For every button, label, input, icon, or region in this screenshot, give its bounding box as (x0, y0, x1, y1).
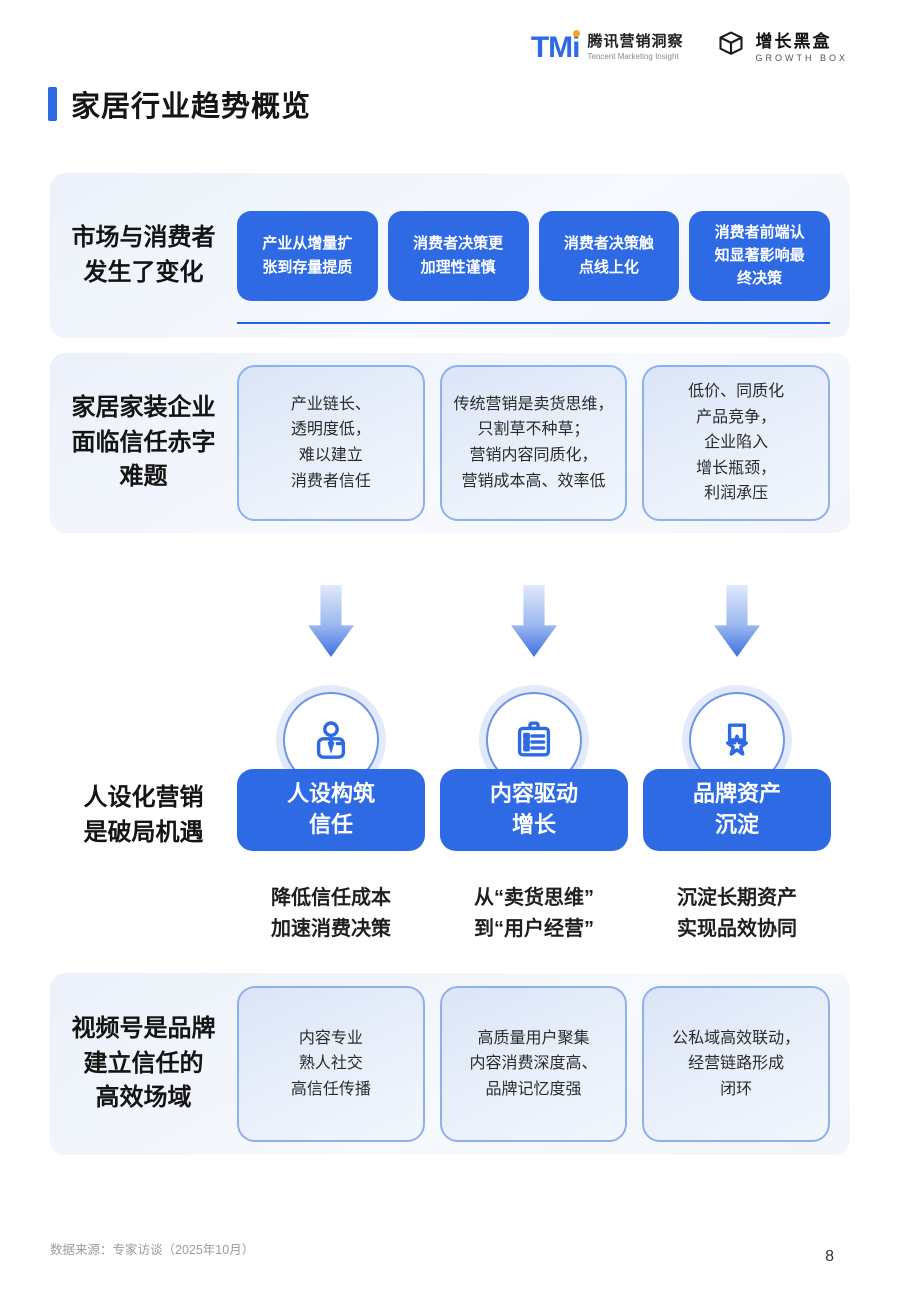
growthbox-logo: 增长黑盒 GROWTH BOX (714, 28, 849, 67)
card-group: 内容专业 熟人社交 高信任传播 高质量用户聚集 内容消费深度高、 品牌记忆度强 … (237, 973, 850, 1155)
section-label: 人设化营销 是破局机遇 (83, 784, 204, 846)
growthbox-name-en: GROWTH BOX (755, 52, 848, 63)
pill-item: 消费者决策更 加理性谨慎 (387, 210, 529, 301)
content-list-icon (517, 721, 551, 757)
growthbox-box-icon (714, 28, 748, 67)
pillar-button: 品牌资产 沉淀 (643, 769, 831, 851)
section-trust-deficit: 家居家装企业 面临信任赤字 难题 产业链长、 透明度低， 难以建立 消费者信任 … (50, 353, 850, 533)
section-persona-marketing: 人设化营销 是破局机遇 人设构筑 信任 降低信任成本 加速消费决策 (0, 585, 900, 947)
pill-item: 消费者决策触 点线上化 (538, 210, 680, 301)
pill-group: 产业从增量扩 张到存量提质 消费者决策更 加理性谨慎 消费者决策触 点线上化 消… (237, 173, 850, 338)
pillar-button: 人设构筑 信任 (237, 769, 425, 851)
pillar-caption: 降低信任成本 加速消费决策 (271, 887, 391, 940)
section-market-change: 市场与消费者 发生了变化 产业从增量扩 张到存量提质 消费者决策更 加理性谨慎 … (50, 173, 850, 338)
section-label: 视频号是品牌 建立信任的 高效场域 (71, 1014, 216, 1112)
card-item: 内容专业 熟人社交 高信任传播 (237, 986, 425, 1142)
arrow-down-icon (308, 585, 354, 657)
card-item: 产业链长、 透明度低， 难以建立 消费者信任 (237, 365, 425, 521)
card-group: 产业链长、 透明度低， 难以建立 消费者信任 传统营销是卖货思维， 只割草不种草… (237, 353, 850, 533)
tmi-logo-text: TMi (530, 29, 580, 64)
pill-item: 消费者前端认 知显著影响最 终决策 (689, 210, 830, 301)
section-underline (237, 322, 830, 324)
pillar-caption: 从“卖货思维” 到“用户经营” (474, 887, 594, 940)
growthbox-names: 增长黑盒 GROWTH BOX (756, 31, 849, 65)
person-icon (316, 721, 346, 759)
card-item: 传统营销是卖货思维， 只割草不种草； 营销内容同质化， 营销成本高、效率低 (439, 365, 628, 521)
card-item: 低价、同质化 产品竞争， 企业陷入 增长瓶颈， 利润承压 (642, 365, 831, 521)
card-item: 公私域高效联动， 经营链路形成 闭环 (642, 986, 831, 1142)
pillar-column: 品牌资产 沉淀 沉淀长期资产 实现品效协同 (643, 585, 831, 945)
section-label: 家居家装企业 面临信任赤字 难题 (71, 393, 216, 491)
tmi-name-en: Tencent Marketing Insight (587, 51, 679, 61)
star-badge-icon (725, 723, 749, 756)
pillar-column: 内容驱动 增长 从“卖货思维” 到“用户经营” (440, 585, 628, 945)
header-logos: TMi 腾讯营销洞察 Tencent Marketing Insight 增长黑… (0, 0, 900, 67)
pillar-columns: 人设构筑 信任 降低信任成本 加速消费决策 (237, 585, 831, 945)
section-video-channel: 视频号是品牌 建立信任的 高效场域 内容专业 熟人社交 高信任传播 高质量用户聚… (50, 973, 850, 1155)
page-title: 家居行业趋势概览 (71, 91, 312, 123)
arrow-down-icon (714, 585, 760, 657)
tmi-name-cn: 腾讯营销洞察 (587, 33, 684, 51)
pillar-caption: 沉淀长期资产 实现品效协同 (677, 887, 797, 940)
page-number: 8 (825, 1248, 834, 1265)
tmi-logo: TMi 腾讯营销洞察 Tencent Marketing Insight (530, 29, 684, 64)
pillar-button: 内容驱动 增长 (440, 769, 628, 851)
arrow-down-icon (511, 585, 557, 657)
section-label: 市场与消费者 发生了变化 (71, 223, 216, 286)
growthbox-name-cn: 增长黑盒 (755, 31, 832, 51)
title-accent-bar (48, 87, 57, 121)
tmi-logo-names: 腾讯营销洞察 Tencent Marketing Insight (587, 33, 683, 62)
title-row: 家居行业趋势概览 (48, 83, 900, 125)
pillar-icon-ring (276, 685, 386, 795)
card-item: 高质量用户聚集 内容消费深度高、 品牌记忆度强 (439, 986, 628, 1142)
source-note: 数据来源：专家访谈（2025年10月） (50, 1243, 255, 1257)
pillar-column: 人设构筑 信任 降低信任成本 加速消费决策 (237, 585, 425, 945)
pill-item: 产业从增量扩 张到存量提质 (237, 210, 378, 301)
